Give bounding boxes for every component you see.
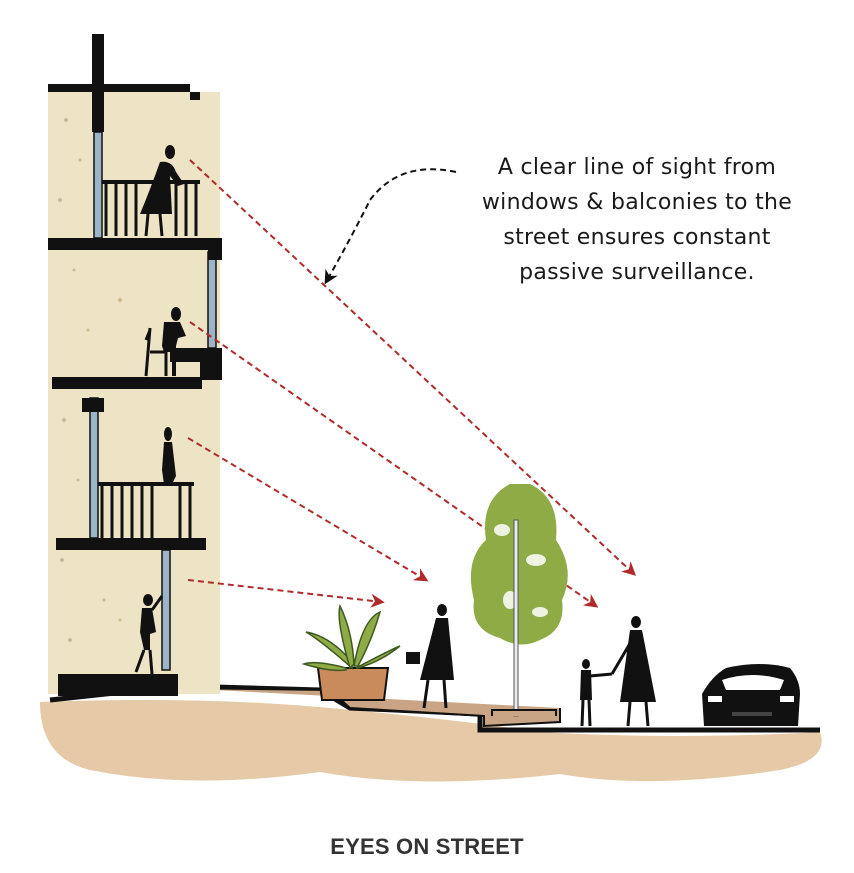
annotation-line: windows & balconies to the (481, 190, 793, 215)
person-silhouette-icon (144, 307, 186, 377)
sightline-third-floor (187, 437, 429, 582)
tree-icon (470, 484, 568, 717)
dashed-arrow-icon (324, 168, 457, 285)
car-icon (702, 664, 800, 726)
balcony-icon (98, 482, 194, 538)
balcony-icon (102, 180, 200, 236)
person-silhouette-icon (580, 659, 613, 727)
person-silhouette-icon (406, 604, 454, 709)
wall-texture (58, 118, 122, 642)
caption-title: EYES ON STREET (330, 834, 524, 859)
annotation-text: A clear line of sight from windows & bal… (452, 150, 822, 290)
sightline-top-balcony (189, 159, 637, 576)
person-silhouette-icon (134, 594, 164, 675)
annotation-line: street ensures constant (503, 225, 771, 250)
potted-plant-icon (301, 603, 401, 701)
annotation-line: A clear line of sight from (497, 155, 777, 180)
annotation-line: passive surveillance. (519, 260, 755, 285)
person-silhouette-icon (140, 145, 184, 237)
building (48, 34, 222, 696)
sightline-ground-floor (187, 579, 385, 608)
person-silhouette-icon (162, 427, 176, 484)
person-silhouette-icon (610, 616, 656, 727)
